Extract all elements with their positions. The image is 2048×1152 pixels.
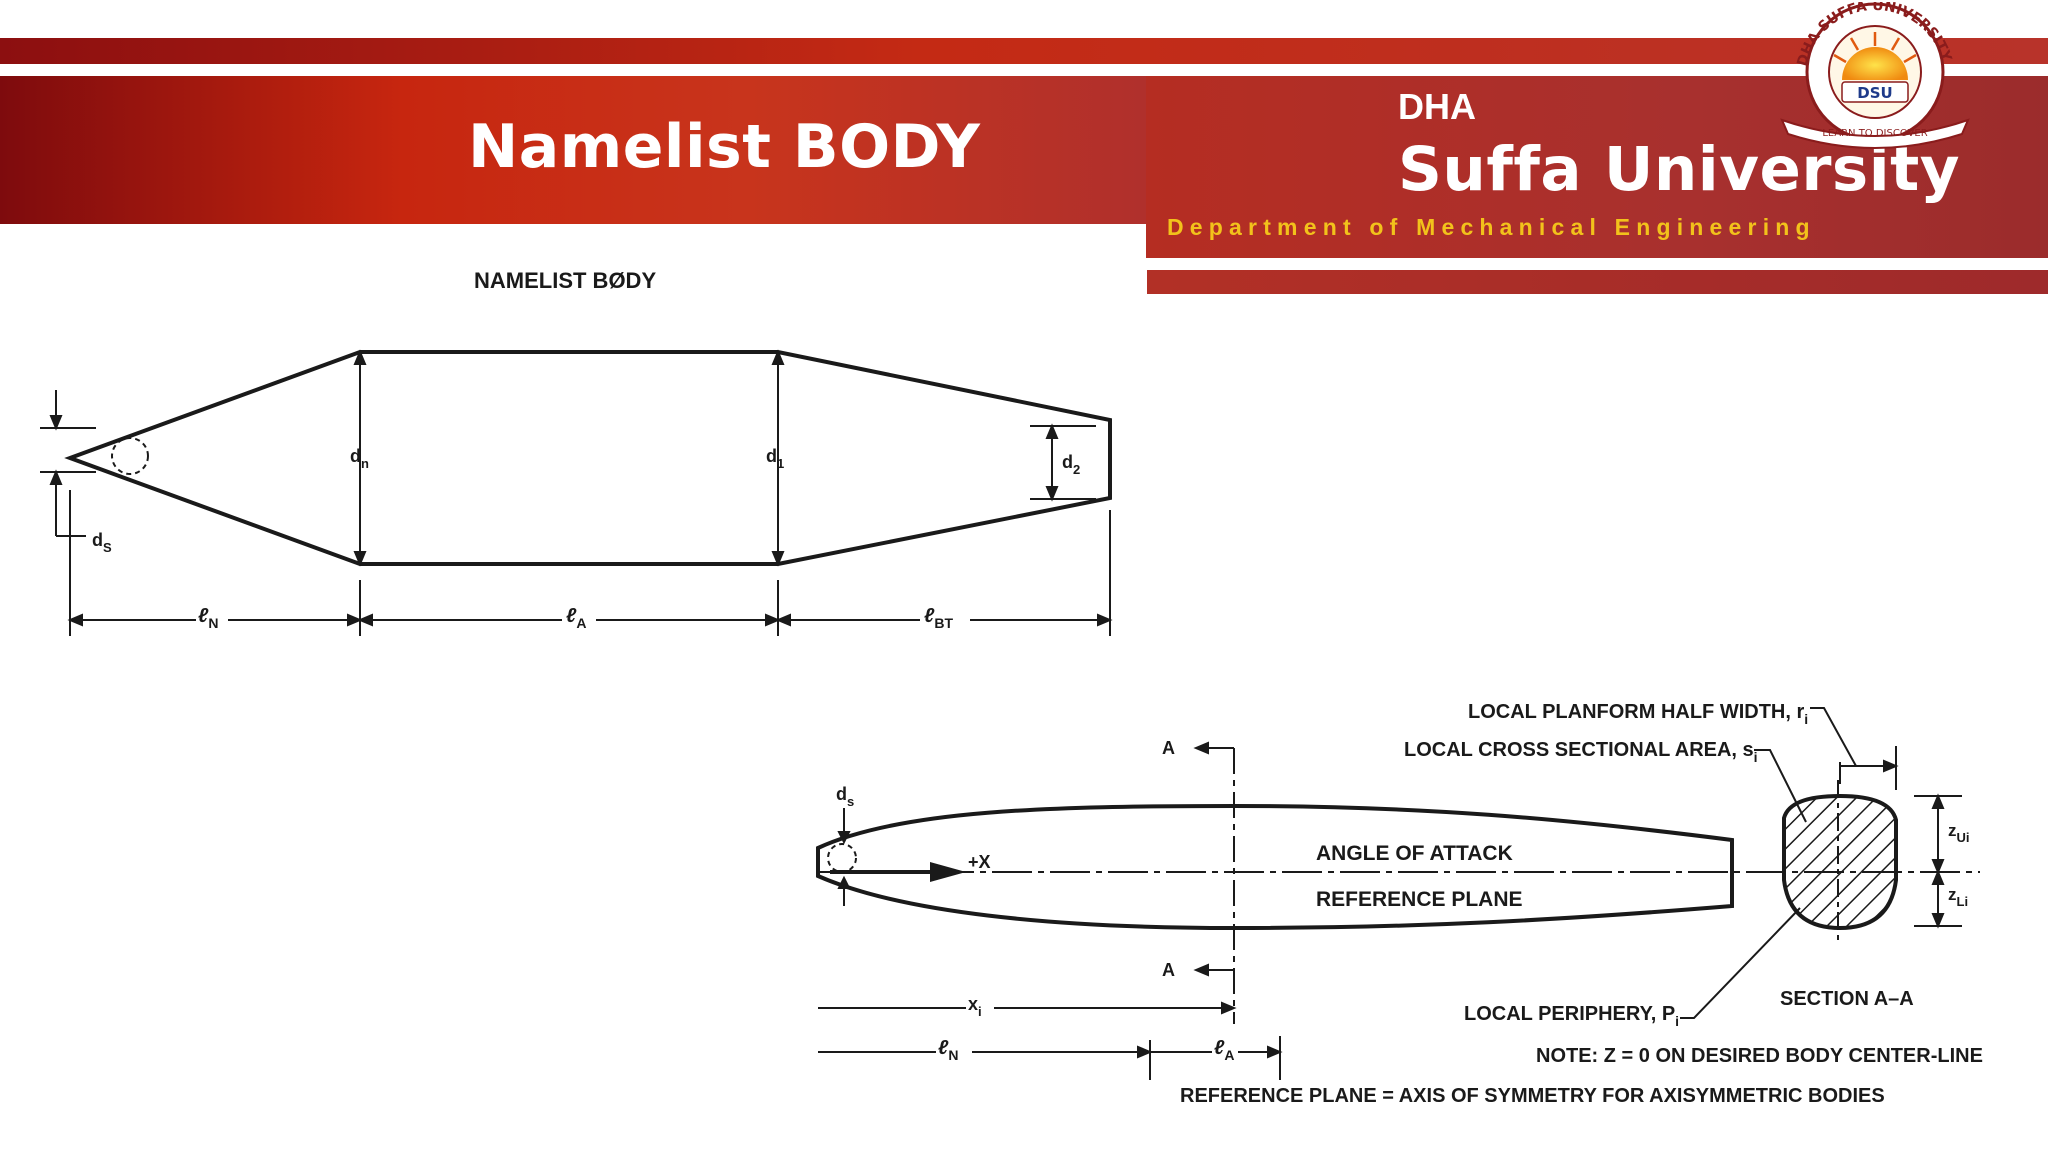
label-zu: zUi <box>1948 821 1970 845</box>
label-lN: ℓN <box>198 605 218 631</box>
label-section-a-a: SECTION A–A <box>1780 988 1914 1010</box>
label-d1: d1 <box>766 446 784 471</box>
label-lN-2: ℓN <box>938 1037 958 1063</box>
label-note-z: NOTE: Z = 0 ON DESIRED BODY CENTER-LINE <box>1536 1045 1983 1067</box>
label-d2: d2 <box>1062 452 1080 477</box>
department-label: Department of Mechanical Engineering <box>1167 214 1816 240</box>
label-reference-plane: REFERENCE PLANE <box>1316 888 1523 911</box>
label-local-periphery: LOCAL PERIPHERY, Pi <box>1464 1003 1679 1029</box>
section-marker-bottom: A <box>1162 960 1175 980</box>
label-lA: ℓA <box>566 605 586 631</box>
label-ds-2: ds <box>836 784 854 809</box>
logo-ribbon-text: LEARN TO DISCOVER <box>1822 128 1927 139</box>
label-xi: xi <box>968 994 982 1019</box>
body-outline <box>64 350 1112 566</box>
label-zl: zLi <box>1948 885 1968 909</box>
header-stripe-bottom <box>1147 270 2048 294</box>
label-cross-sectional-area: LOCAL CROSS SECTIONAL AREA, si <box>1404 739 1758 765</box>
label-reference-note: REFERENCE PLANE = AXIS OF SYMMETRY FOR A… <box>1180 1085 1885 1107</box>
brand-dha: DHA <box>1398 86 1476 127</box>
slide-title: Namelist BODY <box>468 112 981 182</box>
header-stripe-top <box>0 38 2048 64</box>
figure1-heading: NAMELIST BØDY <box>474 268 656 293</box>
nose-circle <box>111 437 149 475</box>
university-logo: DHA SUFFA UNIVERSITY DSU LEARN TO DISCOV… <box>1780 2 1970 149</box>
label-dn: dn <box>350 446 369 471</box>
cross-section-shape <box>1782 793 1898 931</box>
logo-center-text: DSU <box>1857 84 1892 102</box>
label-planform-half-width: LOCAL PLANFORM HALF WIDTH, ri <box>1468 701 1808 727</box>
label-lBT: ℓBT <box>924 605 953 631</box>
label-lA-2: ℓA <box>1214 1037 1234 1063</box>
figure-namelist-body: NAMELIST BØDY dn d1 d2 d <box>40 268 1113 636</box>
body-outline-2 <box>816 803 1734 931</box>
title-banner <box>0 76 1146 224</box>
label-plus-x: +X <box>968 852 991 872</box>
plus-x-arrow <box>830 862 966 882</box>
sun-icon <box>1833 32 1917 80</box>
section-marker-top: A <box>1162 738 1175 758</box>
label-angle-of-attack: ANGLE OF ATTACK <box>1316 842 1513 865</box>
figure-body-geometry: +X ds A A ANGLE OF ATTACK REFERENCE PLAN… <box>816 701 1983 1107</box>
logo-ribbon <box>1780 118 1970 149</box>
nose-circle-2 <box>827 843 857 873</box>
label-ds: dS <box>92 530 112 555</box>
